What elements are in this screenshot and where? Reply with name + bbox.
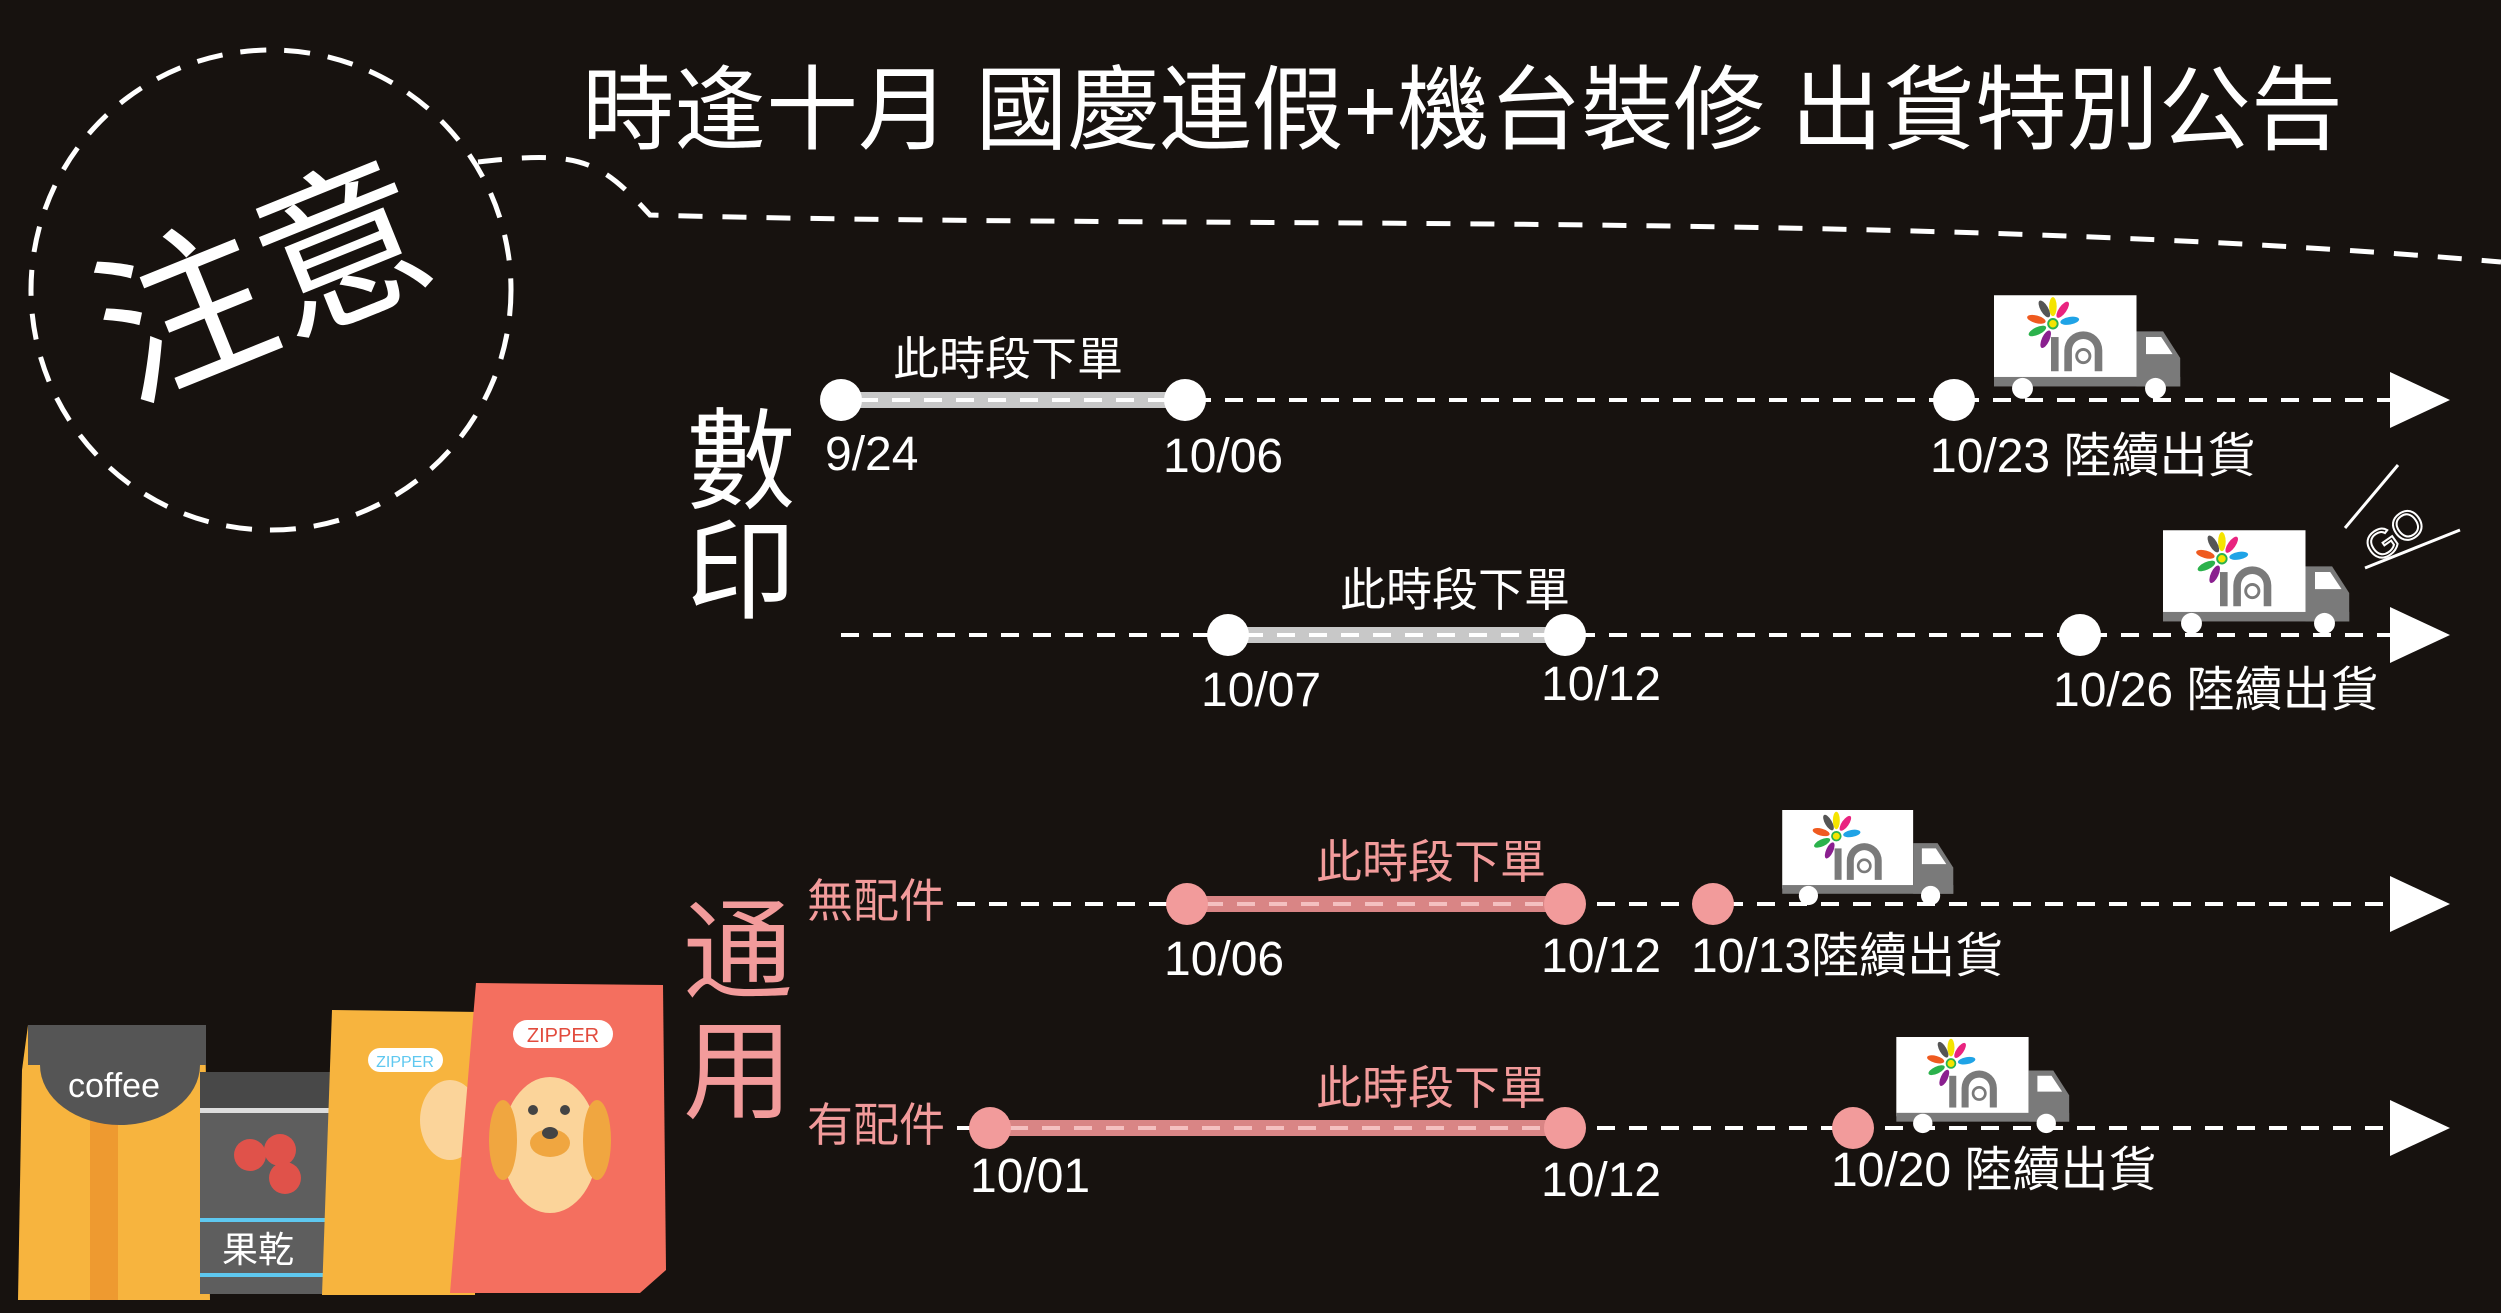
ship-date: 10/26 陸續出貨 — [2053, 664, 2378, 717]
ship-date: 10/20 陸續出貨 — [1831, 1144, 2156, 1197]
start-date: 10/01 — [970, 1150, 1090, 1203]
start-dot — [820, 379, 862, 421]
section-label-general-2: 用 — [683, 1011, 793, 1134]
start-date: 10/06 — [1164, 933, 1284, 986]
section-label-digital-print-2: 印 — [686, 511, 796, 634]
truck-icon — [1994, 295, 2182, 400]
end-dot — [1544, 614, 1586, 656]
arrow-right-icon — [2390, 607, 2450, 663]
order-period-label: 此時段下單 — [1316, 1062, 1546, 1114]
end-date: 10/12 — [1541, 1154, 1661, 1207]
timeline-row-3: 無配件 此時段下單 10/06 10/12 10/13陸續出貨 — [807, 810, 2450, 986]
section-label-general: 通 — [683, 891, 793, 1014]
svg-text:GO: GO — [2357, 499, 2433, 571]
end-dot — [1544, 883, 1586, 925]
start-date: 9/24 — [825, 428, 918, 481]
arrow-right-icon — [2390, 876, 2450, 932]
ship-dot — [1933, 379, 1975, 421]
ship-dot — [2059, 614, 2101, 656]
notice-badge: 注意 — [71, 132, 457, 436]
order-period-label: 此時段下單 — [893, 333, 1123, 385]
truck-icon — [2163, 530, 2351, 635]
arrow-right-icon — [2390, 1100, 2450, 1156]
row-label: 無配件 — [807, 875, 945, 927]
start-dot — [1207, 614, 1249, 656]
red-zipper-bag: ZIPPER — [450, 983, 666, 1293]
end-date: 10/12 — [1541, 930, 1661, 983]
ship-date: 10/13陸續出貨 — [1691, 930, 2003, 983]
svg-text:ZIPPER: ZIPPER — [527, 1025, 599, 1047]
ship-dot — [1832, 1107, 1874, 1149]
header-divider — [477, 155, 2501, 265]
svg-text:ZIPPER: ZIPPER — [376, 1054, 434, 1071]
svg-text:coffee: coffee — [68, 1067, 160, 1105]
order-period-label: 此時段下單 — [1316, 836, 1546, 888]
page-title: 時逢十月 國慶連假+機台裝修 出貨特別公告 — [582, 60, 2343, 162]
start-dot — [969, 1107, 1011, 1149]
ship-dot — [1692, 883, 1734, 925]
section-label-digital-print: 數 — [686, 401, 796, 524]
truck-icon — [1896, 1037, 2071, 1134]
end-date: 10/06 — [1163, 430, 1283, 483]
order-period-label: 此時段下單 — [1340, 564, 1570, 616]
end-dot — [1164, 379, 1206, 421]
truck-icon — [1782, 810, 1955, 906]
arrow-right-icon — [2390, 372, 2450, 428]
go-mark: GO — [2343, 464, 2461, 572]
product-bags-illustration: coffee 果乾 ZIPPER ZIPPER — [18, 983, 666, 1300]
timeline-row-4: 有配件 此時段下單 10/01 10/12 10/20 陸續出貨 — [807, 1037, 2450, 1207]
start-date: 10/07 — [1201, 664, 1321, 717]
end-date: 10/12 — [1541, 658, 1661, 711]
dried-fruit-bag: 果乾 — [200, 1072, 330, 1294]
ship-date: 10/23 陸續出貨 — [1930, 430, 2255, 483]
coffee-bag: coffee — [18, 1025, 210, 1300]
timeline-row-1: 此時段下單 9/24 10/06 10/23 陸續出貨 — [820, 295, 2450, 483]
start-dot — [1166, 883, 1208, 925]
timeline-row-2: GO 此時段下單 10/07 10/12 10/26 陸續出貨 — [841, 464, 2461, 717]
row-label: 有配件 — [807, 1099, 945, 1151]
end-dot — [1544, 1107, 1586, 1149]
notice-circle — [28, 47, 514, 533]
svg-text:果乾: 果乾 — [222, 1229, 294, 1270]
